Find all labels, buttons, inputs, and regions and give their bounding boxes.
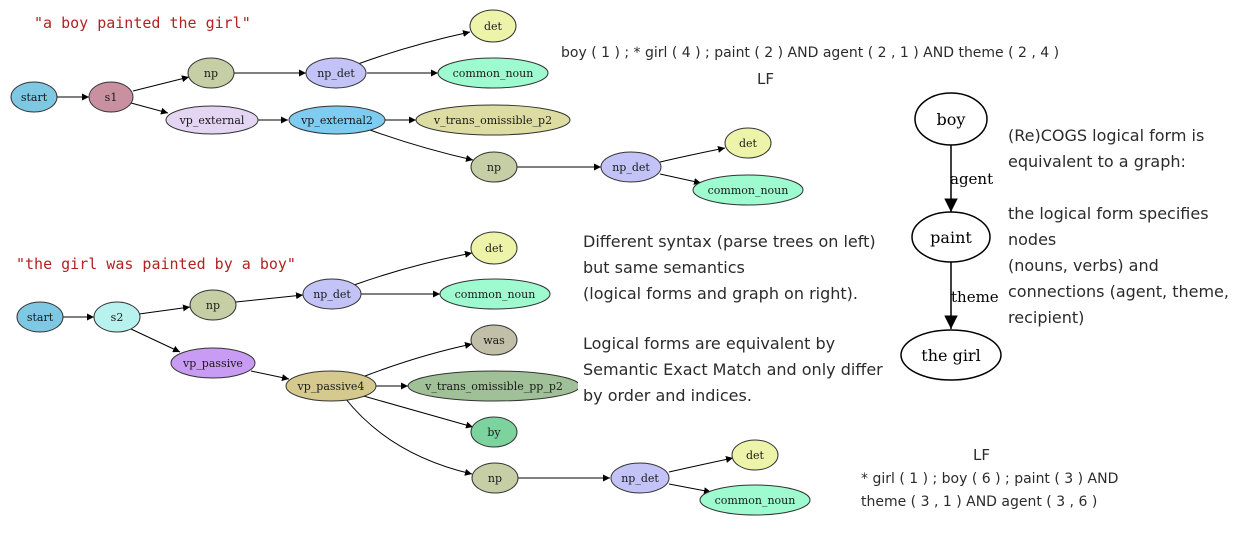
edge <box>235 292 304 303</box>
tree2-node-np-det: np_det <box>302 278 362 310</box>
svg-text:np_det: np_det <box>313 288 351 301</box>
edge-agent-label: agent <box>950 170 993 188</box>
svg-text:vp_passive4: vp_passive4 <box>297 380 365 393</box>
tree1-edges <box>57 30 726 185</box>
svg-text:vp_external2: vp_external2 <box>300 114 373 127</box>
svg-text:np: np <box>204 67 218 80</box>
tree1-node-common-noun-2: common_noun <box>692 174 804 206</box>
edge <box>359 394 474 429</box>
tree1-node-vp-external: vp_external <box>165 105 259 135</box>
svg-text:vp_passive: vp_passive <box>182 357 243 370</box>
edge <box>364 342 473 377</box>
svg-text:v_trans_omissible_pp_p2: v_trans_omissible_pp_p2 <box>424 380 563 393</box>
edge <box>250 370 290 381</box>
svg-text:by: by <box>487 426 501 439</box>
edge <box>659 145 726 163</box>
edge-theme-label: theme <box>951 288 999 306</box>
edge <box>132 75 190 92</box>
tree1-node-s1: s1 <box>88 81 134 113</box>
svg-text:det: det <box>739 137 758 150</box>
edge <box>344 397 473 476</box>
svg-text:start: start <box>27 311 54 324</box>
svg-text:s1: s1 <box>105 91 118 104</box>
graph-note-2: the logical form specifies nodes (nouns,… <box>1008 204 1229 327</box>
tree1-node-vp-external2: vp_external2 <box>288 105 386 135</box>
graph-node-girl-label: the girl <box>921 346 980 365</box>
tree2-node-was: was <box>470 324 518 356</box>
tree2-node-by: by <box>470 416 518 448</box>
svg-text:det: det <box>485 242 504 255</box>
parse-tree-1: "a boy painted the girl" start s1 <box>10 9 804 206</box>
svg-text:common_noun: common_noun <box>708 184 789 197</box>
edge <box>130 328 181 353</box>
tree1-node-v-trans-omissible-p2: v_trans_omissible_p2 <box>415 104 571 136</box>
tree2-node-vp-passive4: vp_passive4 <box>285 370 377 402</box>
tree2-node-start: start <box>16 301 64 333</box>
graph-note-1: (Re)COGS logical form is equivalent to a… <box>1008 126 1205 171</box>
tree2-node-v-trans-omissible-pp-p2: v_trans_omissible_pp_p2 <box>407 370 581 402</box>
svg-text:v_trans_omissible_p2: v_trans_omissible_p2 <box>433 114 552 127</box>
svg-text:np: np <box>206 299 220 312</box>
tree1-node-np-2: np <box>470 151 518 183</box>
tree2-node-s2: s2 <box>93 301 141 333</box>
edge <box>668 456 734 473</box>
svg-text:det: det <box>746 449 765 462</box>
svg-text:np: np <box>487 161 501 174</box>
edge <box>353 250 473 286</box>
tree1-node-start: start <box>10 81 58 113</box>
parse-tree-2: "the girl was painted by a boy" start s2 <box>16 231 811 516</box>
tree2-edges <box>63 250 734 495</box>
svg-text:np_det: np_det <box>612 161 650 174</box>
tree2-node-vp-passive: vp_passive <box>170 347 256 379</box>
logical-form-1: boy ( 1 ) ; * girl ( 4 ) ; paint ( 2 ) A… <box>561 45 1060 61</box>
sentence-2: "the girl was painted by a boy" <box>16 255 296 273</box>
edge <box>138 304 191 315</box>
equivalence-note: Logical forms are equivalent by Semantic… <box>583 334 883 405</box>
tree1-node-common-noun: common_noun <box>437 57 549 89</box>
tree1-node-det: det <box>469 9 517 43</box>
graph-node-paint-label: paint <box>930 228 972 247</box>
syntax-note: Different syntax (parse trees on left) b… <box>583 232 876 303</box>
svg-text:vp_external: vp_external <box>179 114 245 127</box>
svg-text:common_noun: common_noun <box>715 494 796 507</box>
tree1-node-np-det-2: np_det <box>600 151 662 183</box>
graph-node-boy-label: boy <box>937 110 966 129</box>
edge <box>369 129 474 162</box>
crop-mask <box>578 368 588 404</box>
logical-form-2: * girl ( 1 ) ; boy ( 6 ) ; paint ( 3 ) A… <box>861 471 1119 510</box>
tree1-node-np-det: np_det <box>305 57 367 89</box>
tree2-node-common-noun: common_noun <box>439 278 551 310</box>
tree2-node-det: det <box>470 231 518 265</box>
logical-form-2-title: LF <box>973 446 990 464</box>
svg-text:start: start <box>21 91 48 104</box>
graph-node-girl <box>900 329 1002 381</box>
svg-text:np: np <box>488 472 502 485</box>
edge <box>357 30 471 65</box>
edge <box>668 483 712 495</box>
svg-text:common_noun: common_noun <box>453 67 534 80</box>
svg-text:s2: s2 <box>111 311 124 324</box>
tree1-node-det-2: det <box>724 127 772 159</box>
tree1-node-np: np <box>187 57 235 89</box>
svg-text:np_det: np_det <box>317 67 355 80</box>
tree2-node-np-2: np <box>471 462 519 494</box>
edge <box>659 173 702 185</box>
graph-node-paint <box>911 211 991 263</box>
edge <box>130 102 169 115</box>
logical-form-1-title: LF <box>757 70 774 88</box>
svg-text:common_noun: common_noun <box>455 288 536 301</box>
svg-text:was: was <box>483 334 505 347</box>
semantic-graph: agent theme boy paint the girl <box>900 92 1002 381</box>
tree2-node-np: np <box>189 289 237 321</box>
svg-text:np_det: np_det <box>621 472 659 485</box>
tree2-node-common-noun-2: common_noun <box>699 484 811 516</box>
graph-node-boy <box>914 92 988 146</box>
tree2-node-det-2: det <box>731 439 779 471</box>
svg-text:det: det <box>484 20 503 33</box>
sentence-1: "a boy painted the girl" <box>34 14 251 32</box>
tree2-node-np-det-2: np_det <box>610 462 670 494</box>
